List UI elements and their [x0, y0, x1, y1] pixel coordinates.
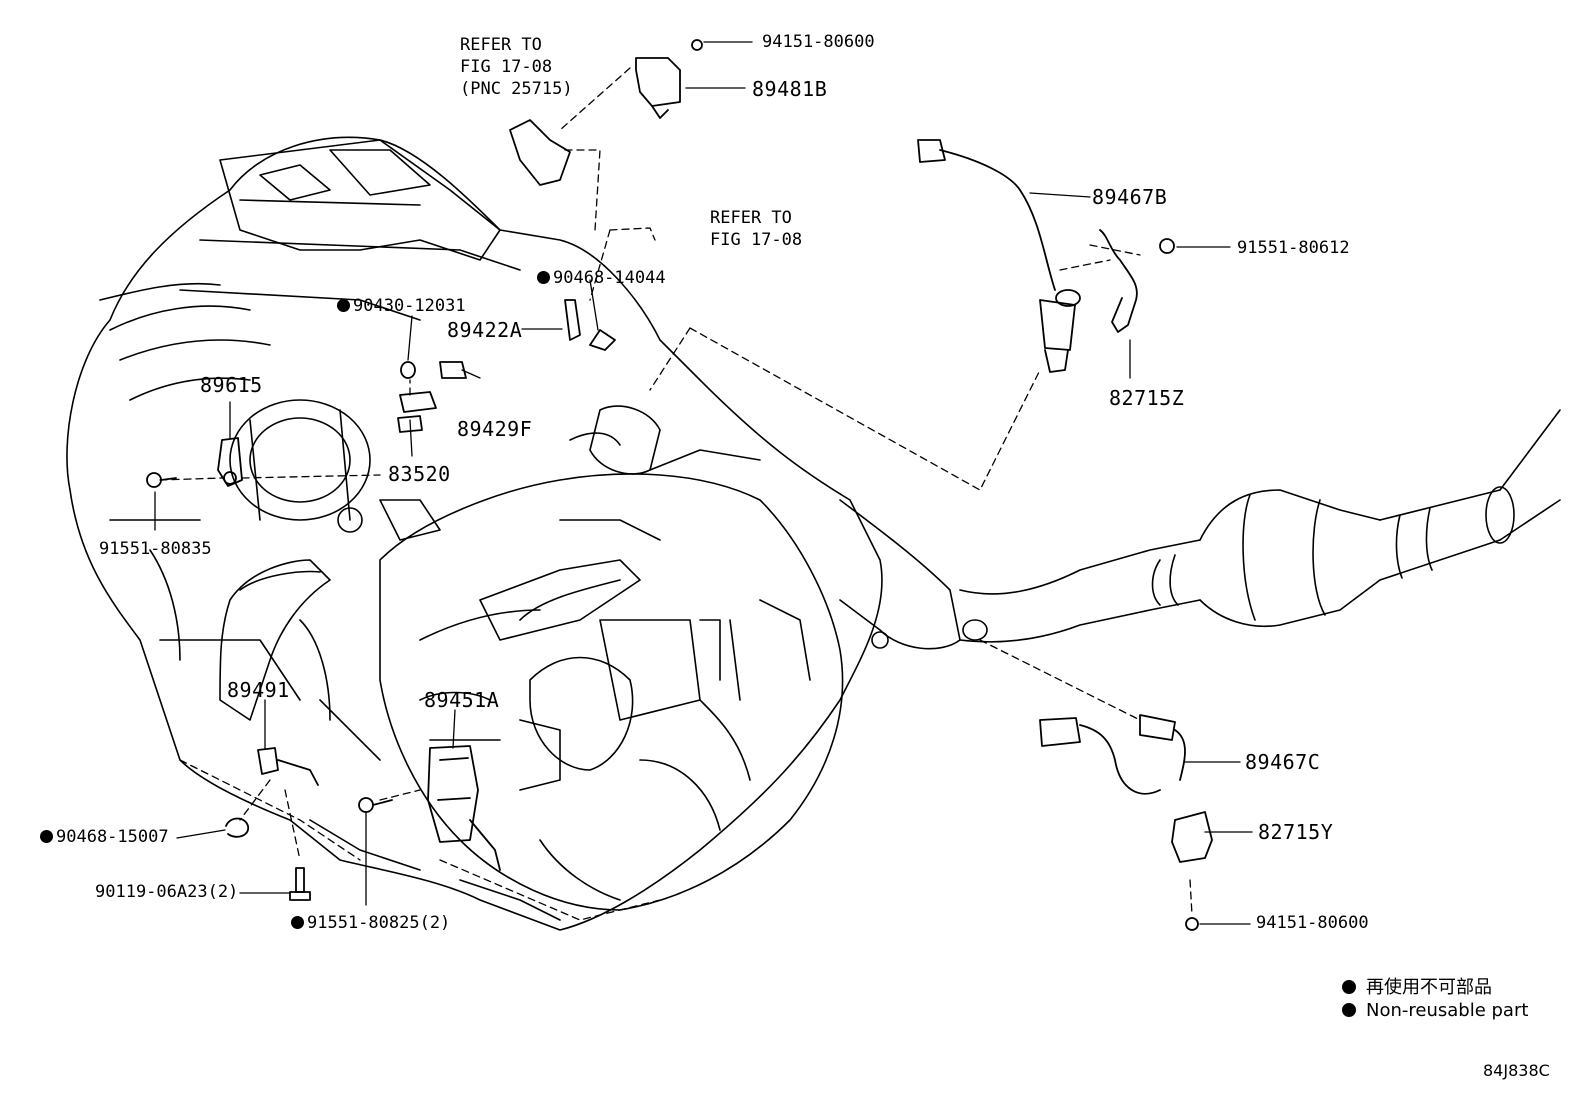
part-label-89429f: 89429F	[457, 417, 533, 441]
part-label-90468-14044: 90468-14044	[537, 270, 666, 287]
part-label-91551-80612: 91551-80612	[1237, 238, 1350, 258]
component-sketches	[146, 39, 1213, 931]
dashed-reference-lines	[159, 67, 1193, 921]
part-label-94151-80600-top: 94151-80600	[762, 32, 875, 52]
part-label-83520: 83520	[388, 462, 451, 486]
part-label-89451a: 89451A	[424, 688, 500, 712]
refer-to-fig-note-middle: REFER TO FIG 17-08	[710, 208, 803, 250]
part-label-89481b: 89481B	[752, 77, 828, 101]
part-label-91551-80835: 91551-80835	[99, 539, 212, 559]
engine-block-drawing	[66, 136, 889, 931]
diagram-code: 84J838C	[1483, 1061, 1550, 1080]
legend-text-jp: 再使用不可部品	[1366, 977, 1492, 998]
part-label-90468-15007: 90468-15007	[40, 829, 169, 846]
part-label-94151-80600-bottom: 94151-80600	[1256, 913, 1369, 933]
part-label-89467c: 89467C	[1245, 750, 1321, 774]
non-reusable-bullet-icon	[1342, 980, 1356, 994]
part-label-89422a: 89422A	[447, 318, 523, 342]
part-label-91551-80825: 91551-80825(2)	[291, 915, 450, 932]
part-label-89615: 89615	[200, 373, 263, 397]
part-label-90430-12031: 90430-12031	[337, 298, 466, 315]
legend-row-english: Non-reusable part	[1342, 1000, 1528, 1021]
part-label-82715y: 82715Y	[1258, 820, 1334, 844]
legend-text-en: Non-reusable part	[1366, 1000, 1529, 1021]
refer-to-fig-note-top: REFER TO FIG 17-08 (PNC 25715)	[460, 35, 573, 99]
exhaust-pipe-drawing	[839, 409, 1561, 650]
leader-lines	[154, 41, 1253, 925]
part-label-89491: 89491	[227, 678, 290, 702]
non-reusable-bullet-icon	[1342, 1003, 1356, 1017]
part-label-89467b: 89467B	[1092, 185, 1168, 209]
part-label-82715z: 82715Z	[1109, 386, 1185, 410]
legend-row-japanese: 再使用不可部品	[1342, 973, 1492, 999]
part-label-90119-06a23: 90119-06A23(2)	[95, 882, 239, 902]
